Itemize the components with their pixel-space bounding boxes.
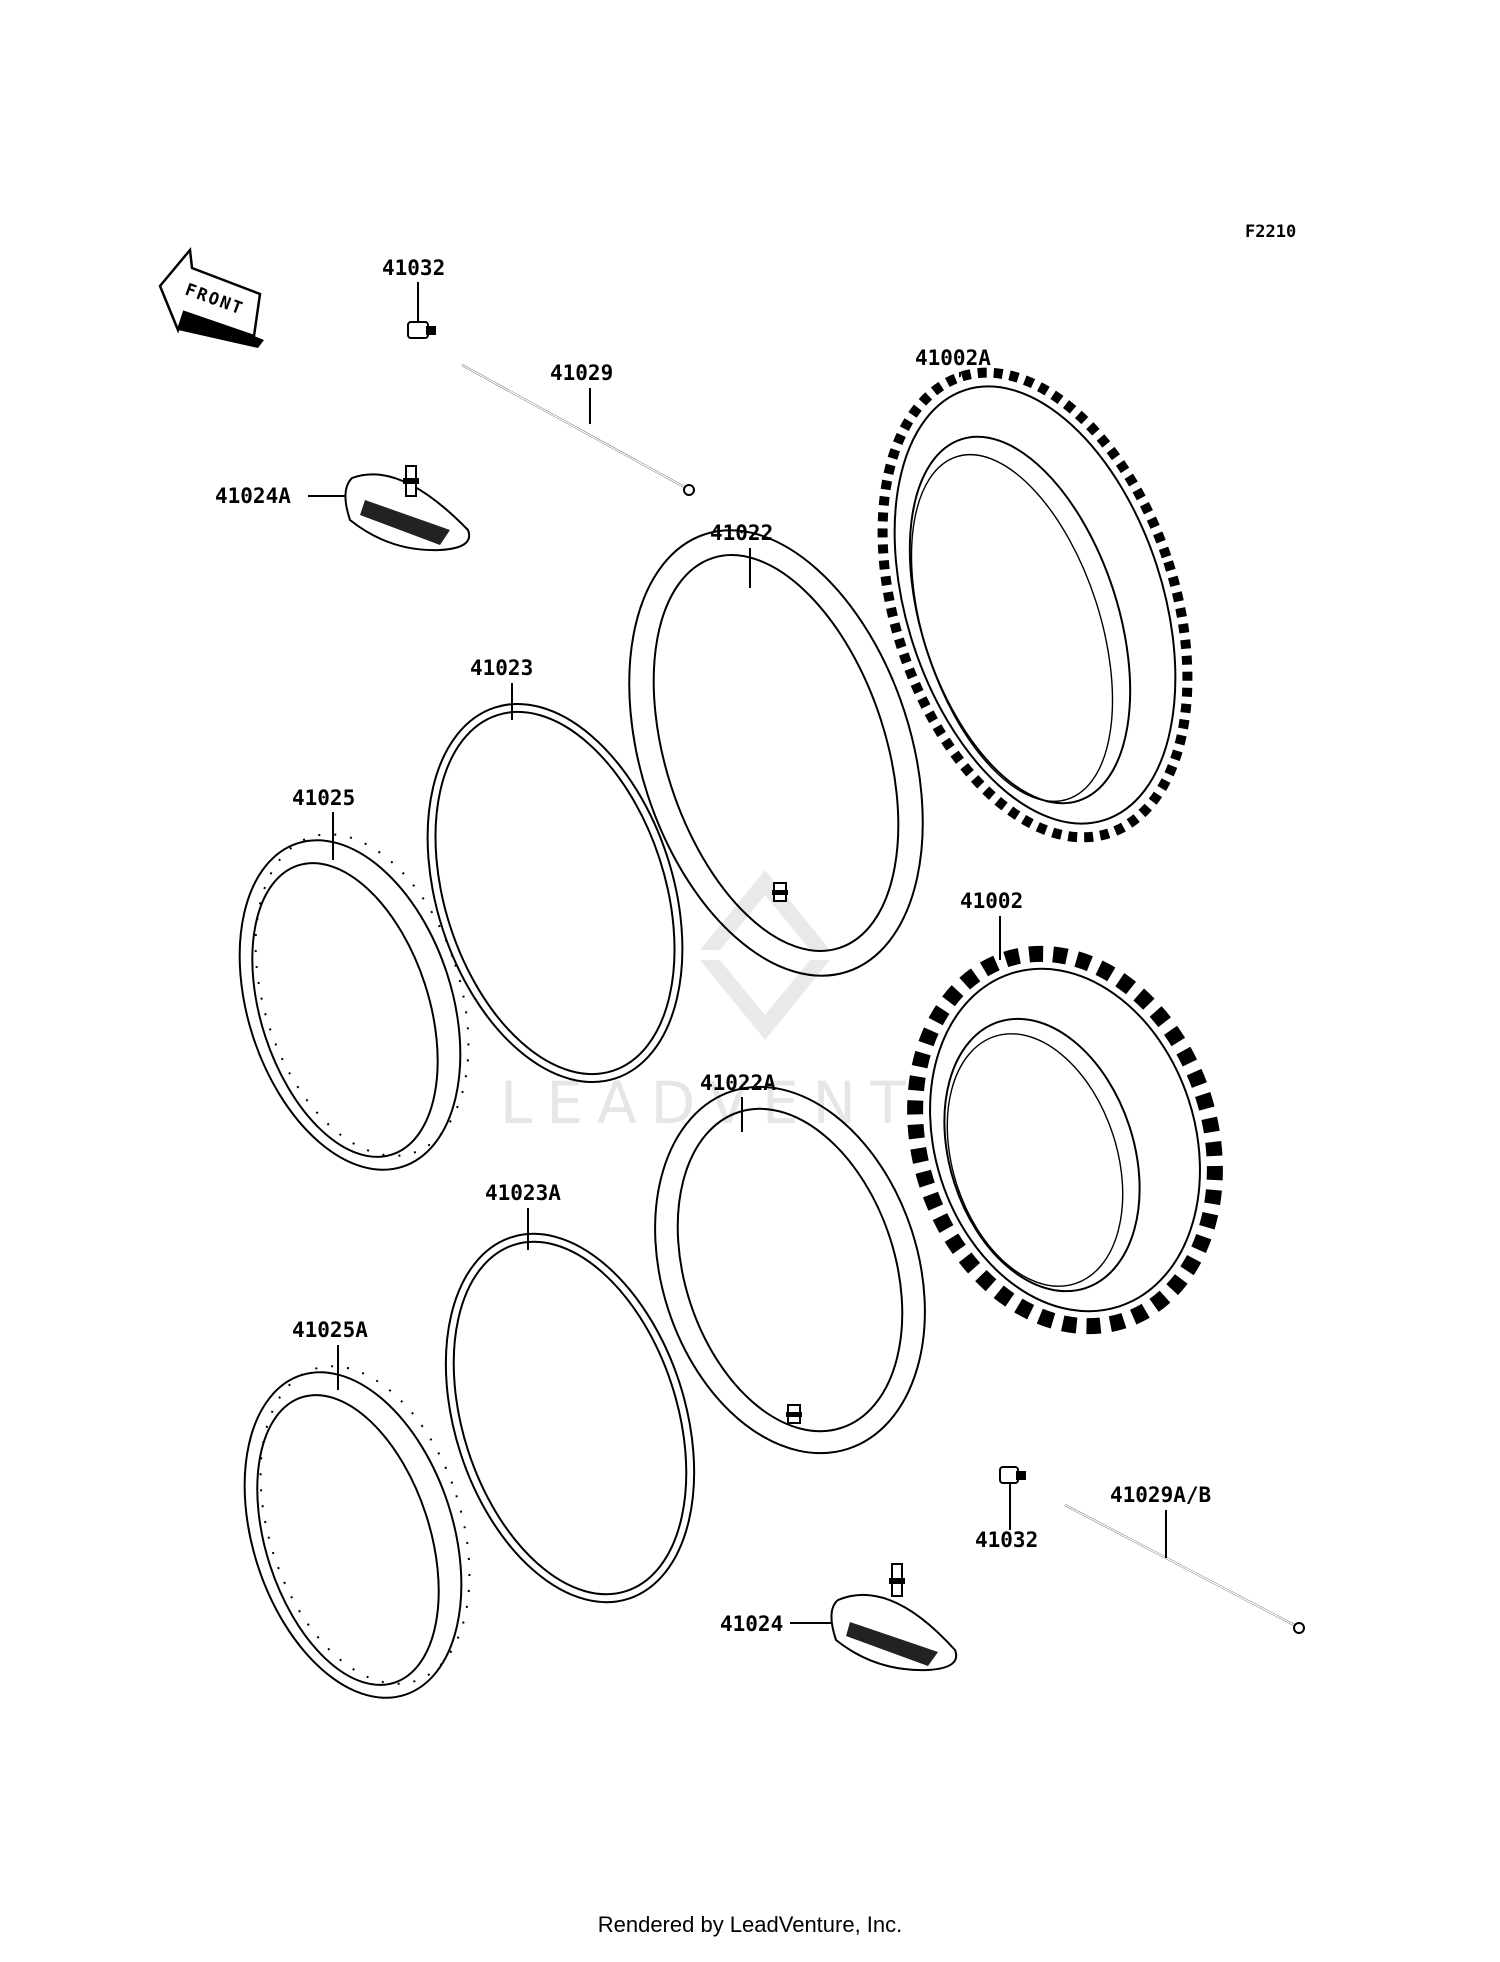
label-41029: 41029: [550, 361, 613, 385]
rear-rim: 41025A: [243, 1318, 471, 1699]
front-rim: 41025: [238, 786, 470, 1171]
spoke-rear: 41029A/B: [1064, 1483, 1305, 1634]
label-41025A: 41025A: [292, 1318, 368, 1342]
front-tube: 41022: [628, 521, 924, 977]
rear-tire: 41002: [907, 889, 1223, 1335]
label-41023A: 41023A: [485, 1181, 561, 1205]
rim-lock-front: 41024A: [215, 465, 471, 552]
label-41024A: 41024A: [215, 484, 291, 508]
label-41002A: 41002A: [915, 346, 991, 370]
label-41032-bottom: 41032: [975, 1528, 1038, 1552]
label-41023: 41023: [470, 656, 533, 680]
footer-credit: Rendered by LeadVenture, Inc.: [597, 1912, 903, 1937]
rear-tube: 41022A: [654, 1071, 926, 1455]
label-41029AB: 41029A/B: [1110, 1483, 1211, 1507]
front-tire: 41002A: [877, 346, 1193, 843]
label-41022A: 41022A: [700, 1071, 776, 1095]
front-rim-band: 41023: [426, 656, 684, 1084]
spoke-front: 41029: [461, 361, 695, 496]
label-41022: 41022: [710, 521, 773, 545]
label-41032-top: 41032: [382, 256, 445, 280]
label-41002: 41002: [960, 889, 1023, 913]
front-arrow-icon: FRONT: [158, 246, 264, 348]
valve-cap-top: 41032: [382, 256, 445, 339]
rear-rim-band: 41023A: [444, 1181, 696, 1604]
valve-cap-bottom: 41032: [975, 1466, 1038, 1552]
label-41025: 41025: [292, 786, 355, 810]
rim-lock-rear: 41024: [720, 1563, 958, 1672]
label-41024: 41024: [720, 1612, 783, 1636]
diagram-code: F2210: [1245, 222, 1296, 242]
